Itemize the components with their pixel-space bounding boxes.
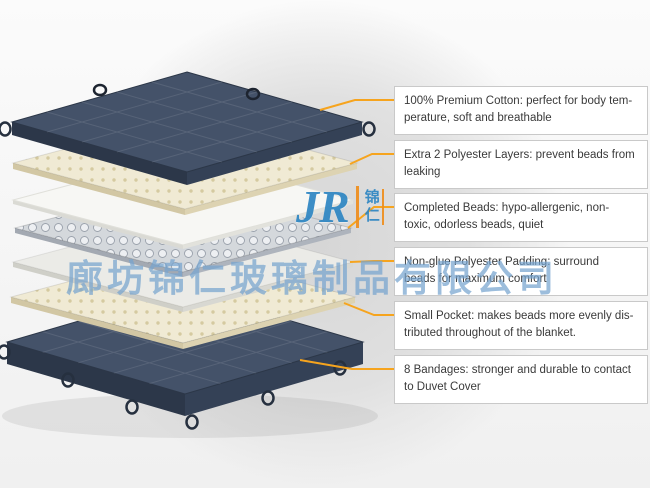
callout-text-line: tributed throughout of the blanket. [404, 327, 576, 340]
dotted-layer-side-right [185, 163, 357, 215]
callout-text-line: perature, soft and breathable [404, 112, 552, 125]
padding-side-left [13, 262, 183, 312]
callout-text-line: leaking [404, 166, 441, 179]
bandage-loop-icon [261, 390, 275, 406]
corner-loops [0, 83, 376, 137]
beads-side-left [15, 228, 183, 277]
padding-side-right [183, 262, 353, 312]
connector-premium-cotton [319, 99, 394, 111]
callout-text-line: 100% Premium Cotton: perfect for body te… [404, 95, 633, 107]
bandage-loop-icon [61, 372, 75, 388]
callout-polyester-layers: Extra 2 Polyester Layers: prevent beads … [394, 140, 648, 189]
top-cover-top-face [10, 71, 364, 173]
callout-small-pocket: Small Pocket: makes beads more evenly di… [394, 301, 648, 350]
white-layer-side-right [183, 200, 353, 249]
bandage-loop-icon [125, 399, 139, 415]
callout-premium-cotton: 100% Premium Cotton: perfect for body te… [394, 86, 648, 135]
pocket-sheet-side-right [183, 297, 355, 349]
top-cover-side-right [187, 122, 362, 185]
layer-premium-cotton-top [0, 71, 376, 185]
callout-text-line: toxic, odorless beads, quiet [404, 219, 544, 232]
bottom-cover-side-right [185, 342, 363, 416]
corner-loop-icon [92, 83, 108, 97]
white-layer-side-left [13, 200, 183, 249]
bottom-cover-side-left [7, 342, 185, 416]
callout-text-line: Non-glue Polyester Padding: surround [404, 256, 599, 268]
callout-text-line: beads for maximum comfort [404, 273, 547, 286]
top-cover-side-left [12, 122, 187, 185]
connector-small-pocket [343, 302, 394, 316]
connector-bandages [299, 359, 394, 370]
corner-loop-icon [362, 121, 376, 137]
callout-text-line: Extra 2 Polyester Layers: prevent beads … [404, 149, 635, 161]
pocket-sheet-side-left [11, 297, 183, 349]
callout-completed-beads: Completed Beads: hypo-allergenic, non- t… [394, 193, 648, 242]
bandage-loops [0, 344, 347, 430]
bandage-loop-icon [185, 414, 199, 430]
beads-side-right [183, 228, 351, 277]
connector-completed-beads [347, 206, 394, 229]
connector-polyester-layers [349, 153, 394, 165]
connector-polyester-padding [349, 260, 394, 263]
quilt-grid-lines [46, 81, 328, 163]
corner-loop-icon [245, 87, 261, 101]
bandage-loop-icon [0, 344, 11, 360]
callout-text-line: Small Pocket: makes beads more evenly di… [404, 310, 634, 322]
callout-bandages: 8 Bandages: stronger and durable to cont… [394, 355, 648, 404]
corner-loop-icon [0, 121, 12, 137]
callout-polyester-padding: Non-glue Polyester Padding: surround bea… [394, 247, 648, 296]
callout-text-line: Completed Beads: hypo-allergenic, non- [404, 202, 610, 214]
dotted-layer-side-left [13, 163, 185, 215]
callout-text-line: 8 Bandages: stronger and durable to cont… [404, 364, 631, 376]
callout-text-line: to Duvet Cover [404, 381, 481, 394]
